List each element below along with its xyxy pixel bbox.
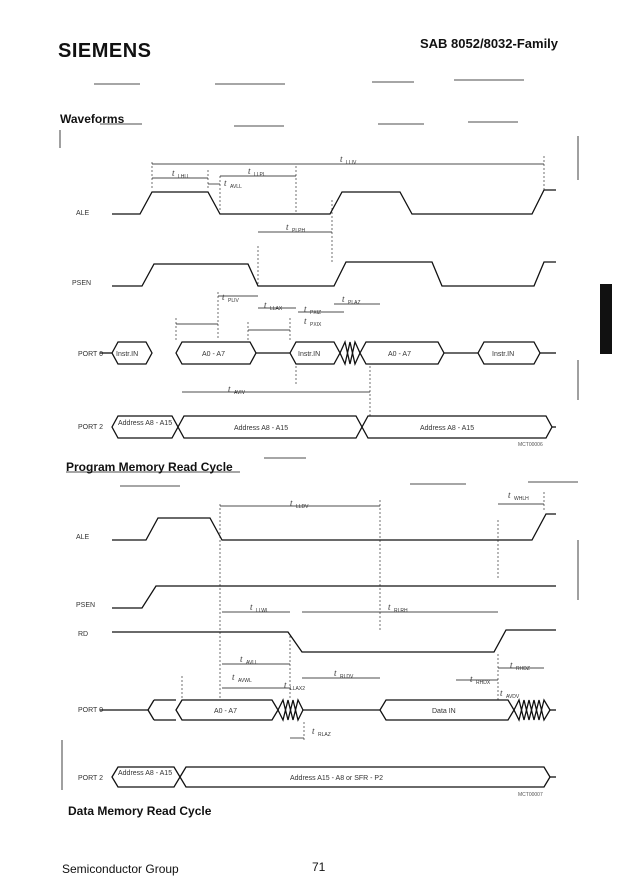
pm-timing-arrows [152,163,544,393]
pm-port0-bus-3: A0 - A7 [388,351,411,358]
pm-t-6: t [264,300,267,310]
dm-t-9-sub: RHDX [476,680,491,686]
pm-t-1-sub: AVLL [230,184,242,190]
dm-t-4: t [240,654,243,664]
pm-ale-label: ALE [76,210,90,217]
dm-t-7: t [510,660,513,670]
pm-port2-bus-0: Address A8 - A15 [118,420,172,427]
dm-t-2-sub: LLWL [256,608,269,614]
dm-t-8: t [312,726,315,736]
pm-figure-code: MCT00006 [518,442,543,448]
dm-t-3: t [388,602,391,612]
pm-port2-bus-1: Address A8 - A15 [234,425,288,432]
program-memory-caption: Program Memory Read Cycle [66,460,233,474]
pm-timing-labels: t LHLL t AVLL t LLPL t LLIV t PLPH t PLI… [172,154,361,396]
dm-timing-labels: t LLDV t WHLH t LLWL t RLRH t AVLL t LLA… [232,490,530,738]
dm-t-6-sub: RLDV [340,674,354,680]
dm-t-10: t [232,672,235,682]
pm-t-7-sub: PXIZ [310,310,321,316]
pm-t-4: t [286,222,289,232]
dm-t-3-sub: RLRH [394,608,408,614]
dm-t-8-sub: RLAZ [318,732,331,738]
dm-t-11: t [500,688,503,698]
dm-t-5-sub: LLAX2 [290,686,305,692]
pm-port0-bus-0: Instr.IN [116,351,138,358]
pm-port2-bus-2: Address A8 - A15 [420,425,474,432]
dm-port0-label: PORT 0 [78,707,103,714]
pm-port0-bus-1: A0 - A7 [202,351,225,358]
dm-figure-code: MCT00007 [518,792,543,798]
dm-t-10-sub: AVWL [238,678,252,684]
footer-company: Semiconductor Group [62,862,179,876]
pm-reference-lines [151,156,545,416]
data-memory-diagram: ALE PSEN RD PORT 0 PORT 2 A0 - A7 Data I… [76,490,556,798]
pm-port0-bus-2: Instr.IN [298,351,320,358]
dm-reference-lines [181,492,545,740]
pm-t-0: t [172,168,175,178]
dm-timing-arrows [220,503,544,739]
pm-t-4-sub: PLPH [292,228,305,234]
pm-ale-waveform [112,189,556,215]
dm-port0-bus-1: Data IN [432,708,456,715]
section-title: Waveforms [60,112,125,126]
data-memory-caption: Data Memory Read Cycle [68,804,212,818]
dm-t-4-sub: AVLL [246,660,258,666]
dm-port2-bus [111,766,556,788]
dm-psen-label: PSEN [76,602,95,609]
dm-t-5: t [284,680,287,690]
pm-t-1: t [224,178,227,188]
pm-port2-bus [111,415,556,439]
dm-t-11-sub: AVDV [506,694,520,700]
dm-port2-bus-1: Address A15 - A8 or SFR - P2 [290,775,383,782]
dm-port0-bus [100,698,556,722]
pm-t-3-sub: LLIV [346,160,357,166]
pm-t-9-sub: PLAZ [348,300,361,306]
dm-t-7-sub: RHDZ [516,666,530,672]
pm-t-10: t [228,384,231,394]
dm-t-1-sub: WHLH [514,496,529,502]
pm-t-7: t [304,304,307,314]
dm-t-1: t [508,490,511,500]
dm-rd-label: RD [78,631,88,638]
dm-t-0-sub: LLDV [296,504,309,510]
pm-port0-bus-4: Instr.IN [492,351,514,358]
dm-t-0: t [290,498,293,508]
pm-t-5: t [222,292,225,302]
dm-ale-label: ALE [76,534,90,541]
dm-ale-waveform [112,513,556,541]
dm-port0-bus-0: A0 - A7 [214,708,237,715]
dm-t-6: t [334,668,337,678]
header-rules [59,79,579,790]
pm-t-8: t [304,316,307,326]
pm-t-10-sub: AVIV [234,390,246,396]
dm-port2-label: PORT 2 [78,775,103,782]
pm-port0-label: PORT 0 [78,351,103,358]
pm-psen-label: PSEN [72,280,91,287]
dm-port2-bus-0: Address A8 - A15 [118,770,172,777]
pm-psen-waveform [112,261,556,287]
footer-page-number: 71 [312,860,326,874]
caption-rules [66,457,578,487]
section-thumb-tab [600,284,612,354]
dm-t-9: t [470,674,473,684]
dm-psen-waveform [112,585,556,609]
pm-t-8-sub: PXIX [310,322,322,328]
pm-port0-bus [100,339,556,367]
pm-t-2-sub: LLPL [254,172,266,178]
dm-rd-waveform [112,629,556,653]
pm-t-3: t [340,154,343,164]
brand-logo: SIEMENS [58,40,152,62]
pm-t-2: t [248,166,251,176]
pm-t-5-sub: PLIV [228,298,240,304]
dm-t-2: t [250,602,253,612]
pm-t-6-sub: LLAX [270,306,283,312]
pm-t-9: t [342,294,345,304]
program-memory-diagram: ALE PSEN PORT 0 PORT 2 Instr.IN A0 - A7 … [72,154,556,448]
pm-port2-label: PORT 2 [78,424,103,431]
product-title: SAB 8052/8032-Family [420,36,559,51]
pm-t-0-sub: LHLL [178,174,190,180]
